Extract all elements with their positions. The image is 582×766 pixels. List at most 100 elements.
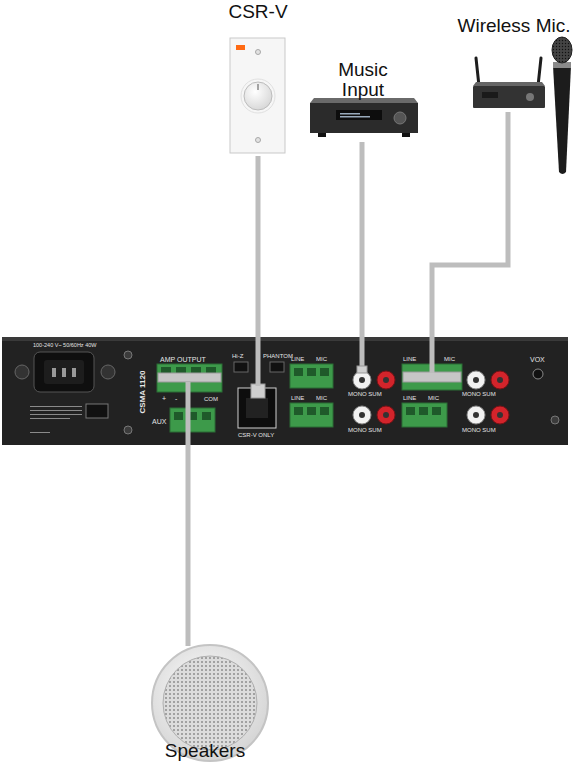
wireless-receiver — [526, 93, 534, 101]
device-heading: Wireless Mic. — [458, 16, 571, 36]
handheld-microphone — [553, 66, 571, 174]
amplifier-rear-panel — [357, 366, 367, 373]
amplifier-rear-panel — [491, 371, 509, 389]
panel-marking: - — [175, 395, 177, 402]
panel-marking: MIC — [316, 395, 327, 401]
music-source-receiver — [402, 133, 410, 137]
amplifier-rear-panel — [383, 412, 389, 418]
ceiling-speaker — [163, 656, 257, 750]
wall-volume-control — [241, 79, 275, 113]
panel-marking: MONO SUM — [348, 427, 382, 433]
amplifier-rear-panel — [2, 340, 568, 445]
music-source-receiver — [336, 110, 382, 120]
amplifier-rear-panel — [101, 365, 115, 379]
music-source-receiver — [310, 98, 418, 137]
wall-volume-control — [256, 50, 261, 55]
amplifier-rear-panel — [124, 426, 132, 434]
panel-marking: 100-240 V~ 50/60Hz 40W — [33, 343, 96, 349]
amplifier-rear-panel — [124, 351, 132, 359]
device-box: CSR-V — [213, 2, 303, 156]
amplifier-rear-panel — [294, 368, 303, 376]
device-heading: CSR-V — [228, 2, 287, 22]
amplifier-rear-panel — [290, 364, 333, 388]
amplifier-rear-panel — [377, 371, 395, 389]
amplifier-rear-panel — [403, 372, 461, 382]
amplifier-rear-panel — [307, 368, 316, 376]
amplifier-rear-panel — [320, 368, 329, 376]
panel-marking: MIC — [316, 356, 327, 362]
model-name: CSMA 1120 — [139, 371, 147, 414]
amplifier-rear-panel — [15, 365, 29, 379]
device-box: Speakers — [135, 646, 275, 766]
amplifier-rear-panel — [30, 418, 70, 419]
amplifier-rear-panel — [30, 414, 82, 415]
amplifier-rear-panel — [270, 362, 284, 372]
wireless-receiver — [473, 86, 545, 108]
panel-marking: MONO SUM — [348, 391, 382, 397]
music-source-receiver — [340, 116, 370, 118]
cable — [256, 156, 261, 337]
amplifier-rear-panel — [202, 412, 211, 420]
device-box: Music Input — [315, 60, 411, 142]
cable — [360, 142, 365, 337]
amplifier-rear-panel — [256, 337, 261, 386]
amplifier-rear-panel — [473, 412, 479, 418]
handheld-microphone — [552, 37, 572, 174]
amplifier-rear-panel — [320, 407, 329, 415]
wireless-receiver — [482, 92, 498, 98]
amplifier-rear-panel — [467, 371, 485, 389]
device-heading: Music Input — [315, 60, 411, 100]
panel-marking: LINE — [403, 395, 416, 401]
amplifier-rear-panel — [497, 377, 503, 383]
panel-marking: + — [162, 395, 166, 402]
amplifier-rear-panel — [359, 377, 365, 383]
amplifier-rear-panel — [467, 406, 485, 424]
panel-marking: AUX — [152, 418, 166, 425]
device-heading: Speakers — [165, 741, 245, 761]
amplifier-rear-panel — [377, 406, 395, 424]
wall-volume-control — [257, 84, 259, 90]
amplifier-rear-panel — [170, 408, 215, 432]
amplifier-rear-panel — [158, 373, 221, 382]
amplifier-rear-panel — [30, 406, 82, 407]
panel-marking: PHANTOM — [263, 353, 293, 359]
music-source-receiver — [318, 133, 326, 137]
panel-marking: AMP OUTPUT — [160, 356, 206, 363]
amplifier-rear-panel — [383, 377, 389, 383]
device-box: Wireless Mic. — [450, 16, 578, 112]
amplifier-rear-panel — [406, 407, 415, 415]
panel-marking: MONO SUM — [462, 427, 496, 433]
amplifier-rear-panel — [353, 371, 371, 389]
amplifier-rear-panel — [2, 337, 568, 341]
ceiling-speaker — [152, 645, 268, 761]
music-source-receiver — [310, 103, 418, 133]
wall-volume-control — [256, 138, 261, 143]
amplifier-rear-panel — [491, 406, 509, 424]
panel-marking: LINE — [291, 356, 304, 362]
amplifier-rear-panel — [402, 403, 447, 427]
amplifier-rear-panel — [360, 337, 365, 370]
amplifier-rear-panel — [30, 410, 82, 411]
amplifier-rear-panel — [533, 369, 543, 379]
ceiling-speaker — [152, 645, 268, 761]
amplifier-rear-panel — [432, 407, 441, 415]
cable — [186, 445, 191, 646]
panel-marking: MIC — [428, 395, 439, 401]
panel-marking: CSR-V ONLY — [238, 432, 274, 438]
music-source-receiver — [340, 113, 360, 115]
panel-marking: COM — [204, 396, 218, 402]
amplifier-rear-panel — [419, 407, 428, 415]
wireless-receiver — [538, 58, 541, 86]
amplifier-rear-panel — [307, 407, 316, 415]
amplifier-rear-panel — [44, 360, 84, 384]
amplifier-rear-panel — [174, 412, 183, 420]
panel-marking: Hi-Z — [232, 353, 243, 359]
music-source-receiver — [394, 112, 406, 124]
cable — [432, 112, 508, 337]
amplifier-rear-panel — [2, 337, 568, 445]
panel-marking: LINE — [291, 395, 304, 401]
wall-volume-control — [230, 38, 285, 153]
